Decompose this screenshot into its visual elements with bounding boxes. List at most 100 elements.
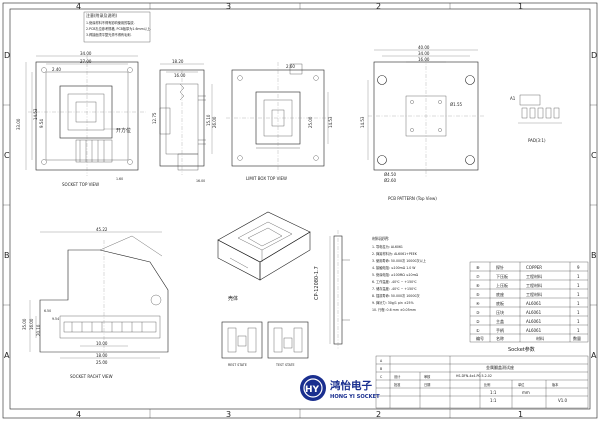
bom-material-4: 工程材料 — [526, 291, 542, 297]
pad-detail-view: A1 PAD(3:1) — [510, 94, 562, 143]
test-state-view: TEST STATE — [267, 321, 309, 367]
dim-side-inner: 16.00 — [174, 73, 186, 78]
dim-limit-a: 2.60 — [286, 64, 295, 69]
spec-line-10: 10. 行程: 0.6 mm ±0.05mm — [372, 307, 416, 312]
socket-right-view: 45.22 35.00 6.50 16.00 20.10 18.00 25.00… — [22, 227, 169, 379]
spec-line-3: 3. 使用寿命: 50.000次 10000次以上 — [372, 258, 427, 263]
bom-qty-2: 1 — [577, 274, 580, 279]
socket-right-view-title: SOCKET RACHT VIEW — [70, 374, 113, 379]
bom-qty-5: 1 — [577, 301, 580, 306]
socket-edge-view — [329, 230, 350, 350]
tb-field-date: 日期 — [424, 382, 430, 387]
dim-top-height: 33.00 — [16, 118, 21, 130]
notes-line-2: 2.PCB孔位参考规格, PCB板厚为1.6mm以上. — [86, 26, 151, 31]
socket-params-label: Socket参数 — [508, 346, 535, 353]
bom-name-5: 底板 — [496, 300, 504, 306]
zone-label-right-a: A — [591, 351, 597, 360]
bom-name-8: 手柄 — [496, 327, 504, 333]
rev-mark-a: A — [380, 359, 383, 363]
bom-material-8: AL6061 — [526, 328, 542, 333]
spec-line-6: 6. 工作温度: -40℃ ~ +150℃ — [372, 279, 417, 284]
bom-no-7: ② — [476, 319, 480, 324]
notes-box: 注意(附录及说明) 1.绝缘材料不得有影响使用的裂纹. 2.PCB孔位参考规格,… — [83, 11, 151, 43]
pcb-pattern-view: 40.00 34.00 16.00 14.53 Ø1.55 Ø4.50 Ø2.6… — [360, 45, 484, 201]
tb-field-scale: 比例 — [484, 382, 490, 387]
spec-line-8: 8. 插拔寿命: 50.000次 10000次 — [372, 293, 420, 298]
bom-name-3: 上压板 — [496, 282, 508, 288]
shell-label: 壳体 — [228, 295, 238, 302]
bom-qty-4: 1 — [577, 292, 580, 297]
bom-header-material: 材料 — [536, 335, 544, 341]
bom-no-1: ⑧ — [476, 265, 480, 270]
spec-line-2: 2. 弹簧材料为: AL6061+PEEK — [372, 251, 418, 256]
tb-field-review: 审核 — [424, 374, 431, 379]
zone-label-top-2: 2 — [376, 2, 381, 11]
zone-label-left-a: A — [4, 351, 10, 360]
zone-label-bottom-1: 1 — [518, 410, 523, 419]
rest-state-view: REST STATE — [221, 321, 263, 367]
bom-header-no: 编号 — [476, 335, 484, 341]
dim-right-e: 25.00 — [96, 360, 108, 365]
dim-side-width: 18.20 — [172, 59, 184, 64]
dim-pcb-hole: Ø2.60 — [384, 178, 397, 183]
socket-3d-model: 壳体 — [217, 211, 311, 302]
tb-field-approve: 批准 — [394, 382, 401, 387]
dim-top-pitch: 9.54 — [39, 119, 44, 128]
dim-top-center: 14.53 — [33, 108, 38, 120]
bom-qty-7: 1 — [577, 319, 580, 324]
dim-right-g: 9.54 — [52, 317, 59, 321]
brand-name-cn: 鸿怡电子 — [330, 379, 372, 392]
bom-material-6: AL6061 — [526, 310, 542, 315]
bom-material-1: COPPER — [526, 265, 542, 270]
open-direction-label: 开方位 — [116, 127, 131, 134]
spec-line-7: 7. 储存温度: -40℃ ~ +150℃ — [372, 286, 417, 291]
dim-pcb-small-hole: Ø1.55 — [450, 102, 463, 107]
dim-pcb-hole-pitch: 34.00 — [418, 51, 430, 56]
spec-line-1: 1. 导电柱为: AL6061 — [372, 244, 403, 249]
spec-heading: 材料说明: — [372, 235, 389, 241]
zone-label-left-c: C — [4, 151, 10, 160]
tb-version: V1.0 — [558, 398, 568, 403]
bom-material-7: AL6061 — [526, 319, 542, 324]
bom-name-6: 压块 — [496, 309, 504, 315]
dim-side-b: 15.10 — [206, 114, 211, 126]
spec-line-4: 4. 接触电阻: ≤100mΩ 1.0 W — [372, 265, 416, 270]
dim-pcb-pad: 16.00 — [418, 57, 430, 62]
pcb-pattern-title: PCB PATTERN (Top View) — [388, 196, 437, 201]
bom-qty-6: 1 — [577, 310, 580, 315]
scale-label-a1: A1 — [510, 96, 516, 101]
dim-right-b: 16.00 — [29, 318, 34, 330]
zone-label-right-c: C — [591, 151, 597, 160]
tb-field-design: 设计 — [394, 374, 401, 379]
dim-side-a: 12.75 — [152, 112, 157, 124]
dim-top-offset: 2.40 — [52, 67, 61, 72]
limit-box-top-view: 2.60 25.00 14.53 LIMIT BOX TOP VIEW — [226, 62, 333, 181]
dim-side-c: 26.00 — [212, 116, 217, 128]
test-state-title: TEST STATE — [275, 363, 295, 367]
dim-right-width: 45.22 — [96, 227, 108, 232]
bom-material-2: 工程材料 — [526, 273, 542, 279]
bom-qty-8: 1 — [577, 328, 580, 333]
zone-label-top-1: 1 — [518, 2, 523, 11]
zone-label-top-3: 3 — [226, 2, 231, 11]
rev-mark-c: C — [380, 375, 383, 379]
tb-field-unit: 单位 — [518, 382, 525, 387]
notes-line-3: 3.焊接面须平整光滑不得有毛刺. — [86, 32, 132, 37]
bom-no-2: ⑦ — [476, 274, 480, 279]
title-block: A B C 设计 审核 批准 日期 金属翻盖测试座 HS-DFN-4x4-P0.… — [375, 355, 589, 409]
dim-limit-b: 25.00 — [308, 116, 313, 128]
zone-label-bottom-4: 4 — [76, 410, 81, 419]
zone-label-top-4: 4 — [76, 2, 81, 11]
bom-name-7: 主盖 — [496, 318, 504, 324]
dim-pcb-width: 40.00 — [418, 45, 430, 50]
dim-side-d: 16.00 — [196, 179, 205, 183]
dim-top-pin: 1.60 — [116, 177, 123, 181]
zone-label-right-d: D — [591, 51, 597, 60]
dim-pcb-big-hole: Ø4.50 — [384, 172, 397, 177]
bom-qty-1: 9 — [577, 265, 580, 270]
socket-top-view-title: SOCKET TOP VIEW — [62, 182, 99, 187]
bom-no-4: ⑤ — [476, 292, 480, 297]
tb-sheet: 1:1 — [490, 398, 497, 403]
spec-text-block: 材料说明: 1. 导电柱为: AL6061 2. 弹簧材料为: AL6061+P… — [372, 235, 427, 312]
